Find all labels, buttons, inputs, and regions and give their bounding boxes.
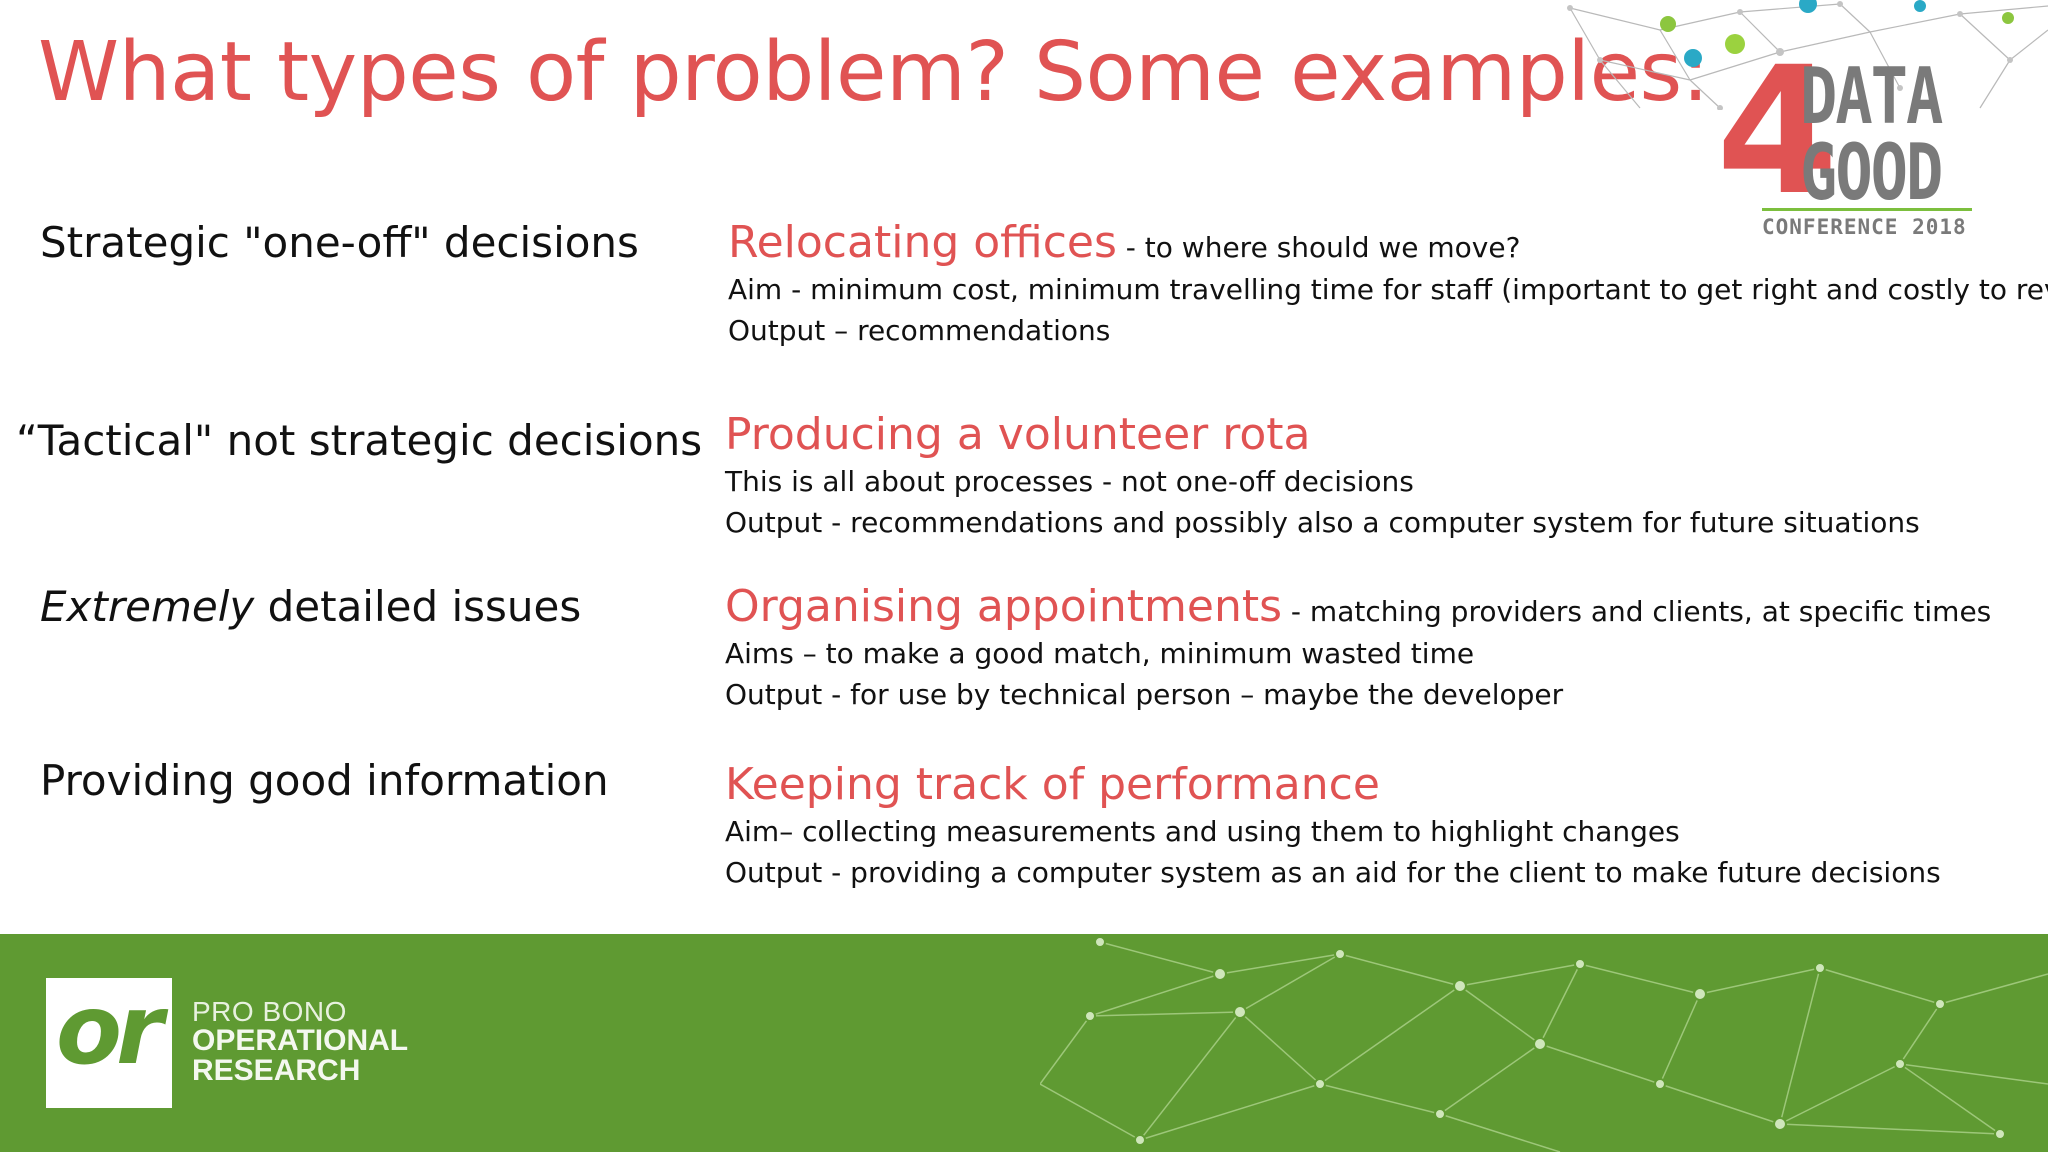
example-output: Output – recommendations xyxy=(728,313,1111,347)
category-label: Extremely detailed issues xyxy=(40,582,581,632)
example-block: Producing a volunteer rota This is all a… xyxy=(725,409,1920,543)
example-block: Organising appointments - matching provi… xyxy=(725,581,1992,715)
slide-title: What types of problem? Some examples: xyxy=(38,25,1709,120)
example-output: Output - providing a computer system as … xyxy=(725,855,1941,889)
example-output: Output - recommendations and possibly al… xyxy=(725,505,1920,539)
example-aim: This is all about processes - not one-of… xyxy=(725,464,1414,498)
example-heading-suffix: - to where should we move? xyxy=(1116,231,1521,264)
logo-subtitle-wrap: CONFERENCE 2018 xyxy=(1762,208,1972,239)
logo-mark-text: or xyxy=(56,974,163,1086)
example-heading: Keeping track of performance xyxy=(725,759,1380,810)
footer-band: or PRO BONO OPERATIONAL RESEARCH xyxy=(0,934,2048,1152)
org-name-line1: PRO BONO xyxy=(192,996,347,1027)
category-rest: detailed issues xyxy=(254,582,582,631)
pbor-logo-mark: or xyxy=(46,978,172,1108)
example-output: Output - for use by technical person – m… xyxy=(725,677,1564,711)
logo-subtitle: CONFERENCE 2018 xyxy=(1762,215,1967,239)
example-heading: Organising appointments xyxy=(725,581,1283,632)
category-label: Providing good information xyxy=(40,756,609,805)
example-block: Relocating offices - to where should we … xyxy=(728,217,2048,351)
pbor-logo-name: PRO BONO OPERATIONAL RESEARCH xyxy=(192,998,408,1086)
example-aim: Aims – to make a good match, minimum was… xyxy=(725,636,1475,670)
org-name-line2: OPERATIONAL xyxy=(192,1024,409,1057)
example-heading: Producing a volunteer rota xyxy=(725,409,1311,460)
example-aim: Aim - minimum cost, minimum travelling t… xyxy=(728,272,2048,306)
logo-word-good: GOOD xyxy=(1800,126,1943,218)
org-name-line3: RESEARCH xyxy=(192,1054,361,1087)
category-emphasis: Extremely xyxy=(40,582,255,631)
category-label: “Tactical" not strategic decisions xyxy=(16,416,703,465)
network-graphic-top xyxy=(1567,0,2048,110)
logo-word-data: DATA xyxy=(1800,50,1943,142)
example-heading-suffix: - matching providers and clients, at spe… xyxy=(1282,595,1992,628)
logo-number: 4 xyxy=(1716,29,1839,234)
example-aim: Aim– collecting measurements and using t… xyxy=(725,814,1680,848)
example-heading: Relocating offices xyxy=(728,217,1117,268)
network-graphic-bottom xyxy=(1040,936,2048,1152)
category-label: Strategic "one-off" decisions xyxy=(40,218,639,267)
data4good-logo: 4 DATA GOOD CONFERENCE 2018 xyxy=(1714,44,1978,248)
example-block: Keeping track of performance Aim– collec… xyxy=(725,759,1941,893)
